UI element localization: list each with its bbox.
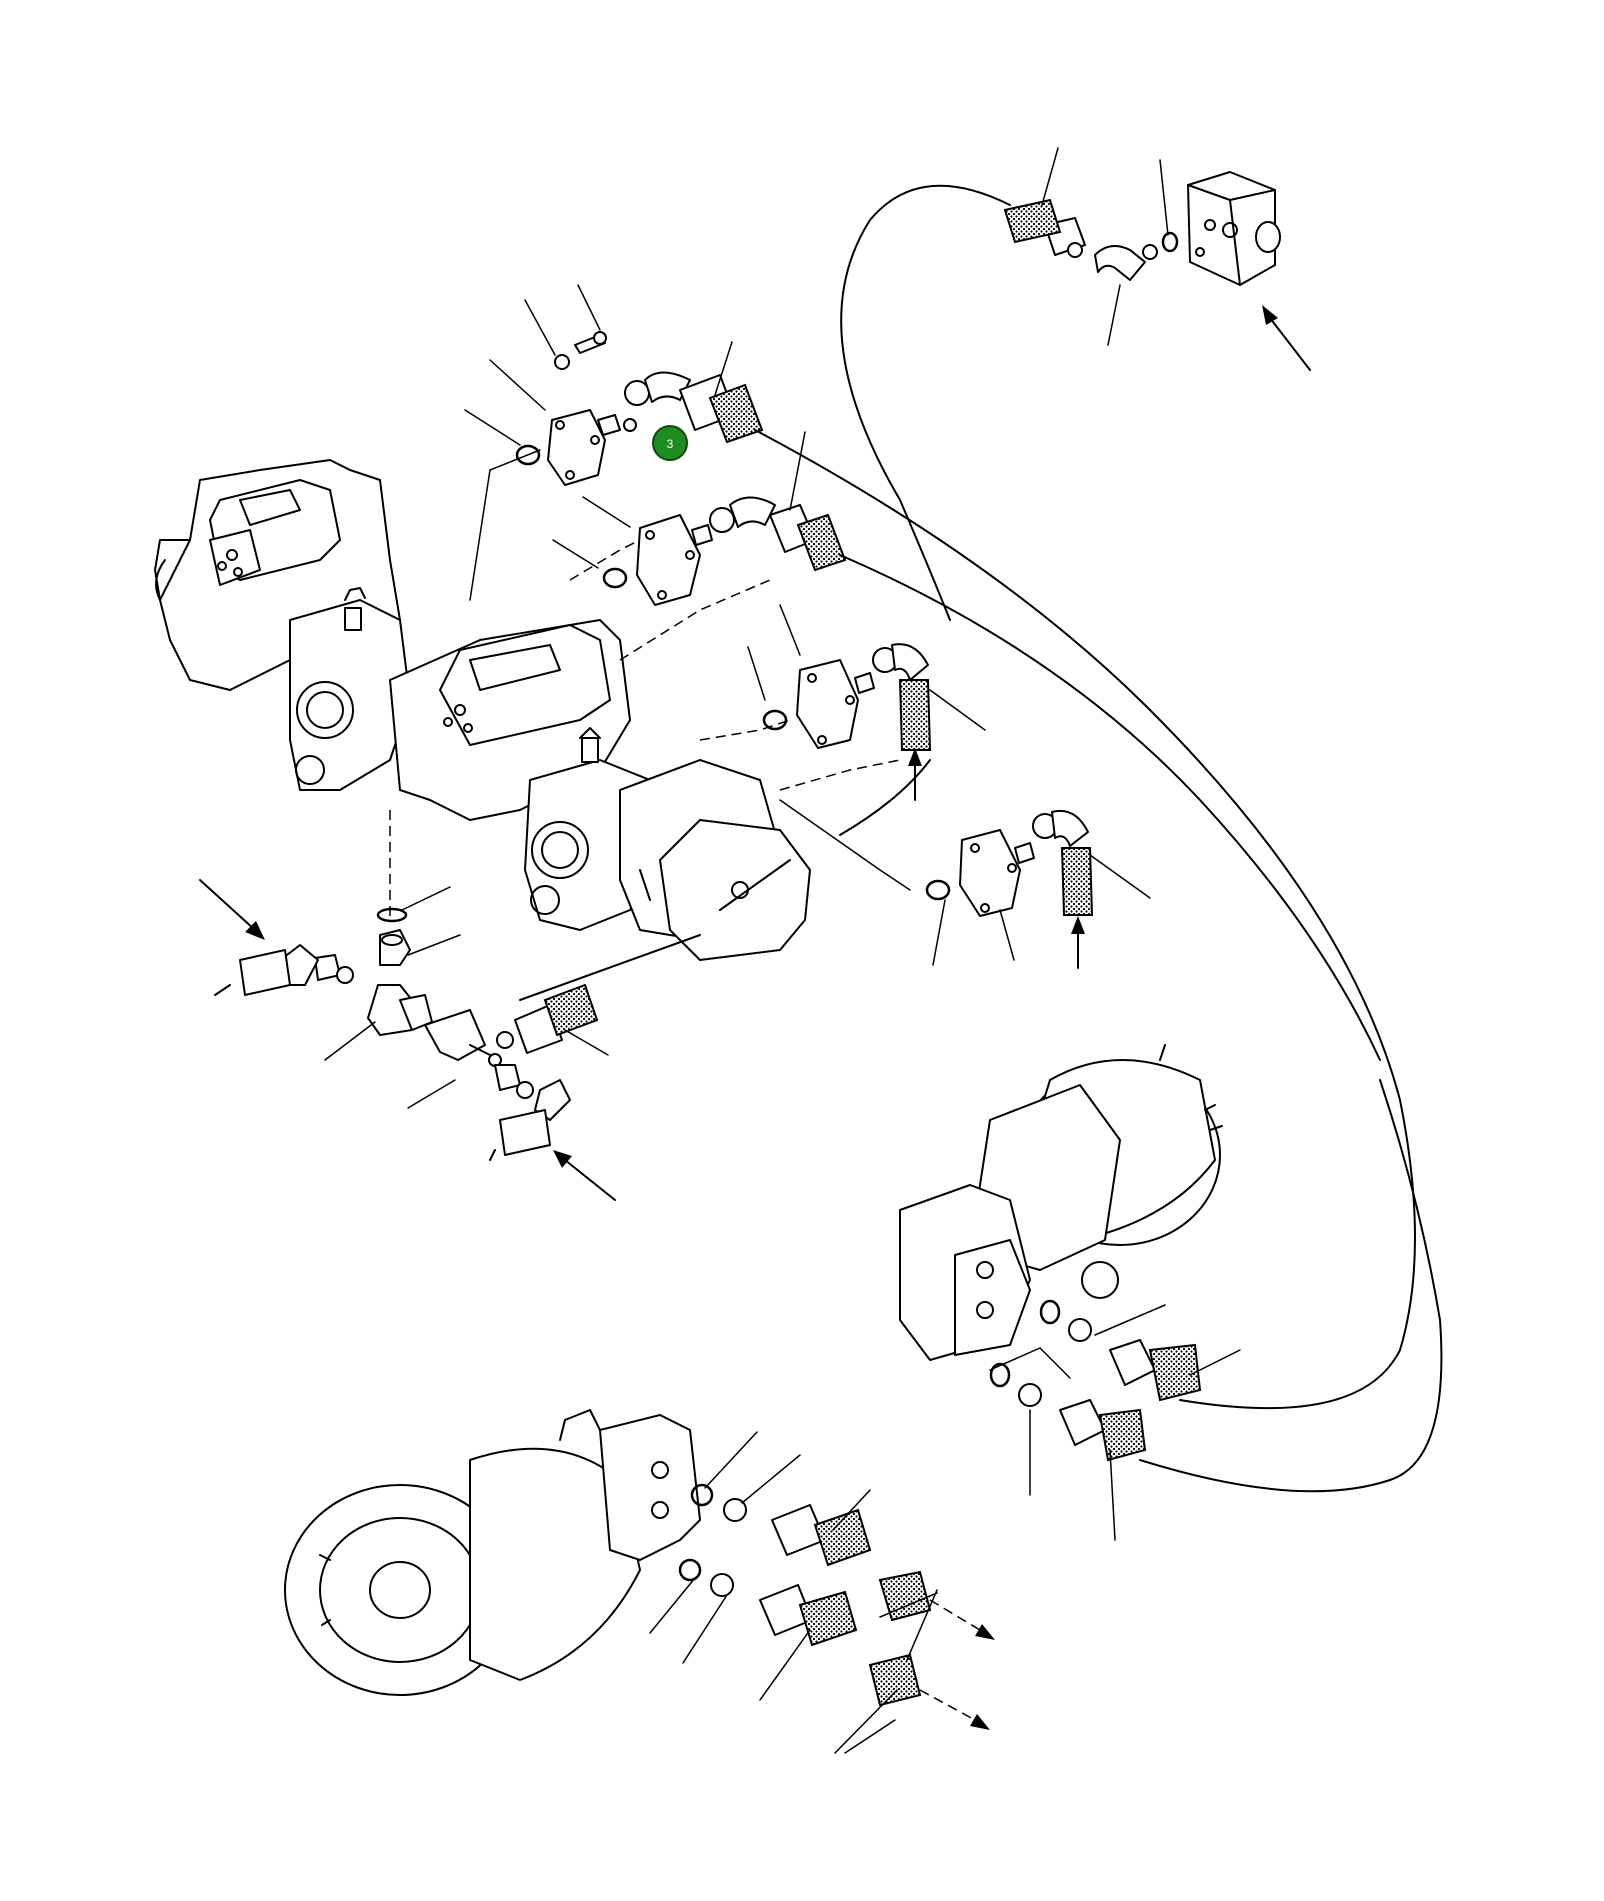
lower-flange-fitting [925,810,1094,917]
tee-fitting-group [214,907,599,1161]
tandem-pump-assembly [154,459,811,961]
right-motor-fittings [989,1299,1202,1462]
upper-flange-fitting-2 [602,514,713,606]
flow-arrows-up [908,748,1085,969]
outlet-arrows [919,1599,995,1730]
callout-label: 3 [667,437,674,451]
upper-bolt-set [554,331,607,370]
mid-flange-fitting [762,643,932,751]
callout-marker-3[interactable]: 3 [652,425,688,461]
right-travel-motor [899,1044,1223,1361]
upper-hose-fitting-1 [624,371,764,444]
valve-block [1187,171,1281,286]
upper-hose-fitting-2 [709,496,847,572]
hydraulic-hoses [519,184,1443,1493]
callout-circle [652,425,688,461]
left-travel-motor [284,1409,701,1696]
leader-lines [324,147,1241,1754]
routing-guide-lines [389,449,911,920]
left-motor-fittings [678,1483,932,1707]
upper-flange-fitting-1 [515,409,637,486]
valve-block-fittings [1003,198,1179,281]
inlet-arrows [199,305,1311,1201]
